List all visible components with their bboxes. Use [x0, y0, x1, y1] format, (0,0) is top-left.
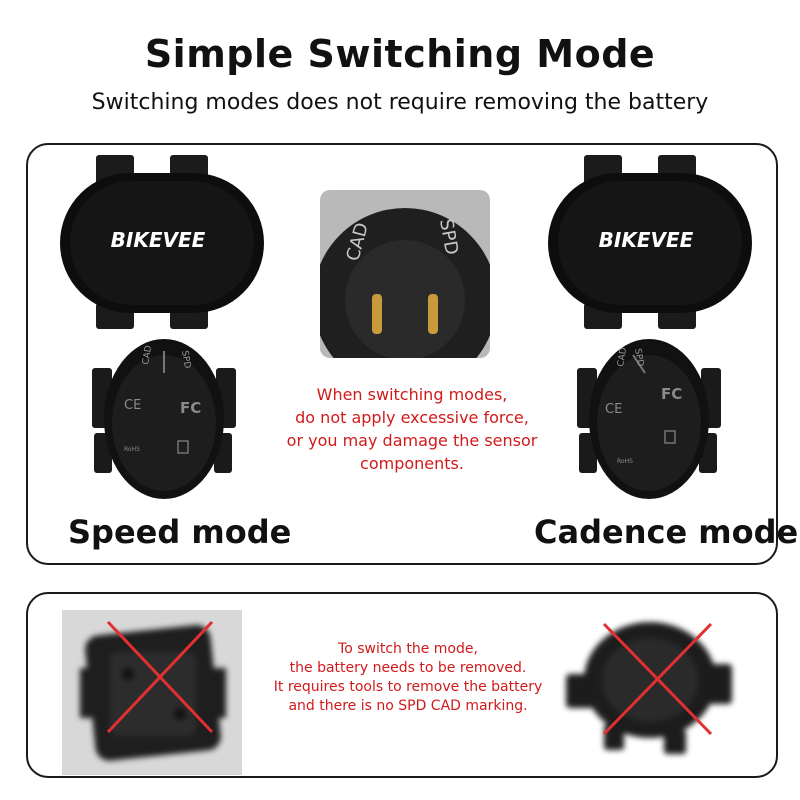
weee-icon [664, 430, 676, 444]
page-subtitle: Switching modes does not require removin… [91, 90, 709, 115]
cross-icon [602, 622, 713, 736]
fcc-mark: FC [661, 385, 682, 403]
old-model-warning: To switch the mode, the battery needs to… [248, 640, 568, 716]
warning-line: When switching modes, [316, 385, 508, 404]
warning-line: do not apply excessive force, [295, 408, 529, 427]
brand-logo: BIKEVEE [599, 228, 694, 252]
ce-mark: CE [124, 398, 141, 413]
page-title: Simple Switching Mode [144, 32, 656, 76]
cad-marking: CAD [141, 345, 154, 366]
speed-mode-label: Speed mode [68, 513, 292, 551]
rohs-mark: RoHS [124, 446, 140, 453]
rohs-mark: RoHS [617, 458, 633, 465]
warning-line: and there is no SPD CAD marking. [288, 698, 528, 714]
switching-warning: When switching modes, do not apply exces… [262, 383, 562, 475]
cadence-mode-label: Cadence mode [534, 513, 799, 551]
warning-line: components. [360, 454, 464, 473]
warning-line: or you may damage the sensor [286, 431, 538, 450]
mode-switch-closeup-photo: CAD SPD [320, 190, 490, 358]
sensor-back-cadence: CAD SPD CE FC RoHS [577, 339, 721, 499]
comparison-panel-new [26, 143, 778, 565]
cad-marking: CAD [616, 347, 629, 368]
fcc-mark: FC [180, 399, 201, 417]
weee-icon [177, 440, 189, 454]
spd-marking: SPD [632, 348, 645, 368]
old-sensor-photo-right [566, 622, 732, 754]
warning-line: It requires tools to remove the battery [273, 679, 543, 695]
warning-line: the battery needs to be removed. [289, 660, 527, 676]
ce-mark: CE [605, 402, 622, 417]
warning-line: To switch the mode, [338, 641, 478, 657]
sensor-back-speed: CAD SPD CE FC RoHS [92, 339, 236, 499]
sensor-front-cadence: BIKEVEE [548, 155, 752, 329]
spd-marking: SPD [179, 350, 192, 370]
sensor-front-speed: BIKEVEE [60, 155, 264, 329]
old-sensor-photo-left [80, 625, 226, 761]
brand-logo: BIKEVEE [111, 228, 206, 252]
comparison-panel-old [26, 592, 778, 778]
cross-icon [106, 620, 214, 734]
